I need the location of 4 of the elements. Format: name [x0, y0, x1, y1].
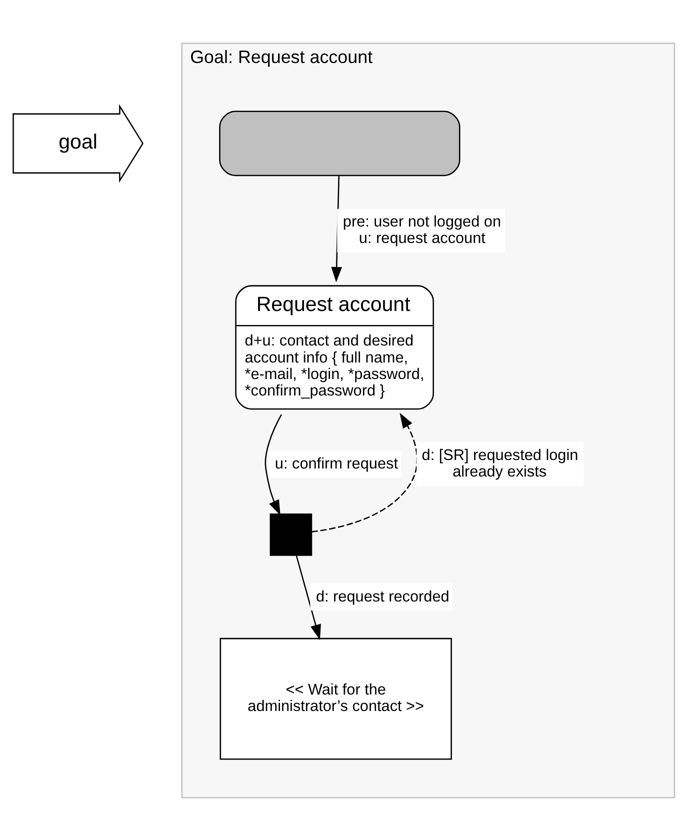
edge-label: d: [SR] requested login already exists: [422, 446, 578, 480]
edge-label: d: request recorded: [316, 588, 450, 605]
edge-label: pre: user not logged on u: request account: [342, 212, 502, 246]
edge-label: u: confirm request: [274, 455, 398, 472]
